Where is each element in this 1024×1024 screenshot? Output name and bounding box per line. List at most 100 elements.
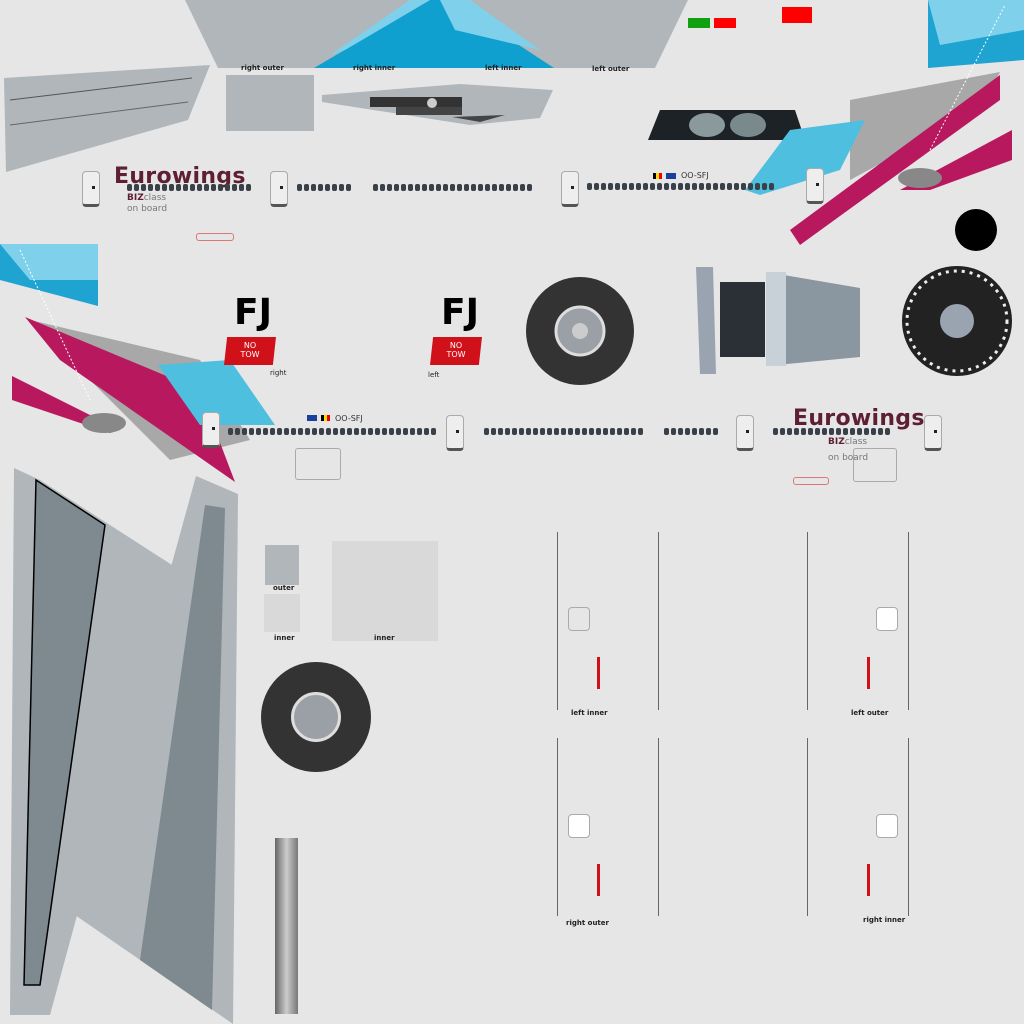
window	[671, 428, 676, 435]
window	[808, 428, 813, 435]
window-row	[484, 428, 643, 436]
window	[506, 184, 511, 191]
window	[457, 184, 462, 191]
window	[485, 184, 490, 191]
flap-label: right inner	[353, 64, 396, 72]
no-tow-placard: NO TOW	[430, 337, 482, 365]
biz-bold: BIZ	[828, 437, 845, 447]
window	[643, 183, 648, 190]
tile-label: outer	[273, 584, 295, 592]
window	[615, 183, 620, 190]
window	[197, 184, 202, 191]
window	[829, 428, 834, 435]
window	[547, 428, 552, 435]
biz-class: class	[143, 193, 167, 203]
window	[638, 428, 643, 435]
window	[347, 428, 352, 435]
biz-class-label: BIZclass	[127, 193, 166, 203]
flap-label: right outer	[241, 64, 284, 72]
window	[148, 184, 153, 191]
window	[773, 428, 778, 435]
tail-code: FJ	[441, 292, 479, 333]
window	[333, 428, 338, 435]
window	[340, 428, 345, 435]
window	[603, 428, 608, 435]
window	[311, 184, 316, 191]
window	[471, 184, 476, 191]
on-board-label: on board	[127, 204, 168, 214]
door	[202, 412, 220, 448]
window	[706, 183, 711, 190]
window	[513, 184, 518, 191]
tile-inner-large	[332, 541, 438, 641]
window	[601, 183, 606, 190]
window	[617, 428, 622, 435]
tail-and-engine-parts	[0, 244, 1012, 482]
gear-door-label: right inner	[863, 916, 906, 924]
window	[568, 428, 573, 435]
window	[249, 428, 254, 435]
window	[857, 428, 862, 435]
cargo-door	[196, 233, 234, 241]
belgian-flag-icon	[321, 415, 330, 421]
window	[155, 184, 160, 191]
eu-flag-icon	[307, 415, 317, 421]
gear-door-panel	[807, 532, 909, 710]
window	[692, 183, 697, 190]
belgian-flag-icon	[653, 173, 662, 179]
gear-door-label: left inner	[571, 709, 608, 717]
window	[312, 428, 317, 435]
gear-door-panel	[557, 738, 659, 916]
window-row	[127, 184, 251, 192]
window	[387, 184, 392, 191]
window	[127, 184, 132, 191]
window	[162, 184, 167, 191]
window	[318, 184, 323, 191]
window	[169, 184, 174, 191]
window	[211, 184, 216, 191]
window	[864, 428, 869, 435]
registration: OO-SFJ	[681, 171, 709, 180]
window	[727, 183, 732, 190]
window	[755, 183, 760, 190]
wheel	[261, 662, 371, 772]
window	[734, 183, 739, 190]
window	[417, 428, 422, 435]
window	[748, 183, 753, 190]
window	[443, 184, 448, 191]
window	[871, 428, 876, 435]
brand-logo: Eurowings	[793, 406, 925, 431]
window	[394, 184, 399, 191]
window	[415, 184, 420, 191]
window	[622, 183, 627, 190]
window	[801, 428, 806, 435]
gear-strut	[275, 838, 298, 1014]
window	[699, 428, 704, 435]
door	[736, 415, 754, 451]
window	[505, 428, 510, 435]
window	[380, 184, 385, 191]
window	[519, 428, 524, 435]
door	[446, 415, 464, 451]
window	[291, 428, 296, 435]
door	[561, 171, 579, 207]
window	[382, 428, 387, 435]
window	[298, 428, 303, 435]
window	[297, 184, 302, 191]
window	[664, 428, 669, 435]
window	[554, 428, 559, 435]
window	[403, 428, 408, 435]
window	[610, 428, 615, 435]
window	[699, 183, 704, 190]
window	[741, 183, 746, 190]
window-row	[587, 183, 774, 191]
window	[492, 184, 497, 191]
biz-class-label: BIZclass	[828, 437, 867, 447]
window	[713, 428, 718, 435]
window	[326, 428, 331, 435]
window	[375, 428, 380, 435]
window	[304, 184, 309, 191]
no-tow-placard: NO TOW	[224, 337, 276, 365]
window	[720, 183, 725, 190]
on-board-label: on board	[828, 453, 869, 463]
